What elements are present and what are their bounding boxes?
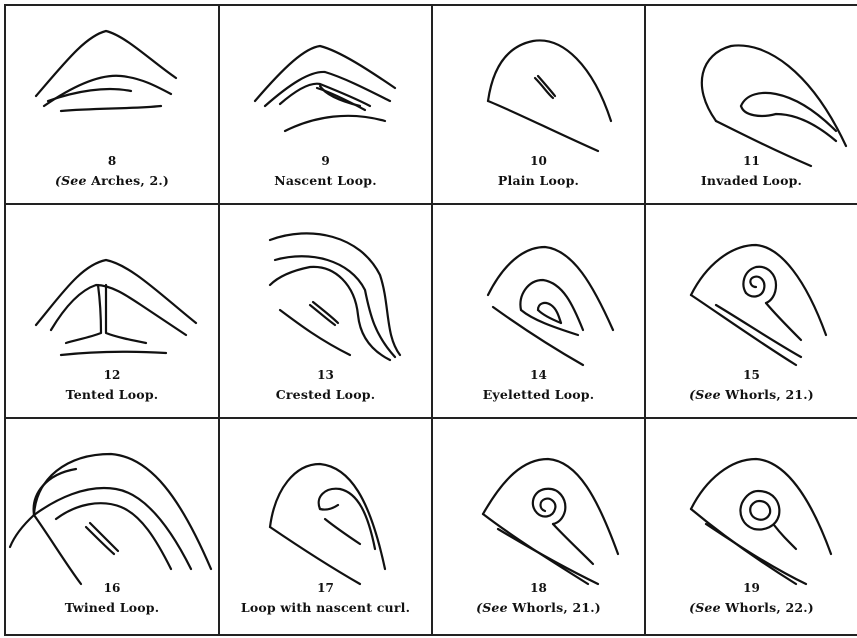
pattern-number: 19 xyxy=(646,581,857,595)
pattern-caption: (See Whorls, 21.) xyxy=(433,600,644,615)
pattern-cell-14: 14 Eyeletted Loop. xyxy=(433,205,644,417)
pattern-cell-17: 17 Loop with nascent curl. xyxy=(220,419,431,634)
pattern-caption: Plain Loop. xyxy=(433,173,644,188)
pattern-cell-16: 16 Twined Loop. xyxy=(6,419,218,634)
pattern-caption: Tented Loop. xyxy=(6,387,218,402)
pattern-cell-11: 11 Invaded Loop. xyxy=(646,6,857,203)
pattern-number: 8 xyxy=(6,154,218,168)
pattern-number: 14 xyxy=(433,368,644,382)
crested-loop-diagram xyxy=(220,205,431,417)
pattern-cell-19: 19 (See Whorls, 22.) xyxy=(646,419,857,634)
pattern-cell-12: 12 Tented Loop. xyxy=(6,205,218,417)
pattern-number: 10 xyxy=(433,154,644,168)
pattern-cell-13: 13 Crested Loop. xyxy=(220,205,431,417)
eyeletted-loop-diagram xyxy=(433,205,644,417)
pattern-number: 11 xyxy=(646,154,857,168)
whorl-loop-diagram xyxy=(646,205,857,417)
pattern-cell-18: 18 (See Whorls, 21.) xyxy=(433,419,644,634)
pattern-number: 15 xyxy=(646,368,857,382)
pattern-cell-8: 8 (See Arches, 2.) xyxy=(6,6,218,203)
pattern-caption: Invaded Loop. xyxy=(646,173,857,188)
pattern-caption: (See Arches, 2.) xyxy=(6,173,218,188)
pattern-caption: Crested Loop. xyxy=(220,387,431,402)
pattern-cell-15: 15 (See Whorls, 21.) xyxy=(646,205,857,417)
pattern-number: 16 xyxy=(6,581,218,595)
pattern-caption: Eyeletted Loop. xyxy=(433,387,644,402)
pattern-cell-9: 9 Nascent Loop. xyxy=(220,6,431,203)
pattern-caption: (See Whorls, 21.) xyxy=(646,387,857,402)
pattern-number: 17 xyxy=(220,581,431,595)
pattern-number: 18 xyxy=(433,581,644,595)
pattern-number: 12 xyxy=(6,368,218,382)
pattern-number: 9 xyxy=(220,154,431,168)
pattern-caption: Twined Loop. xyxy=(6,600,218,615)
pattern-caption: Loop with nascent curl. xyxy=(220,600,431,615)
pattern-cell-10: 10 Plain Loop. xyxy=(433,6,644,203)
pattern-caption: Nascent Loop. xyxy=(220,173,431,188)
pattern-caption: (See Whorls, 22.) xyxy=(646,600,857,615)
pattern-number: 13 xyxy=(220,368,431,382)
tented-loop-diagram xyxy=(6,205,218,417)
